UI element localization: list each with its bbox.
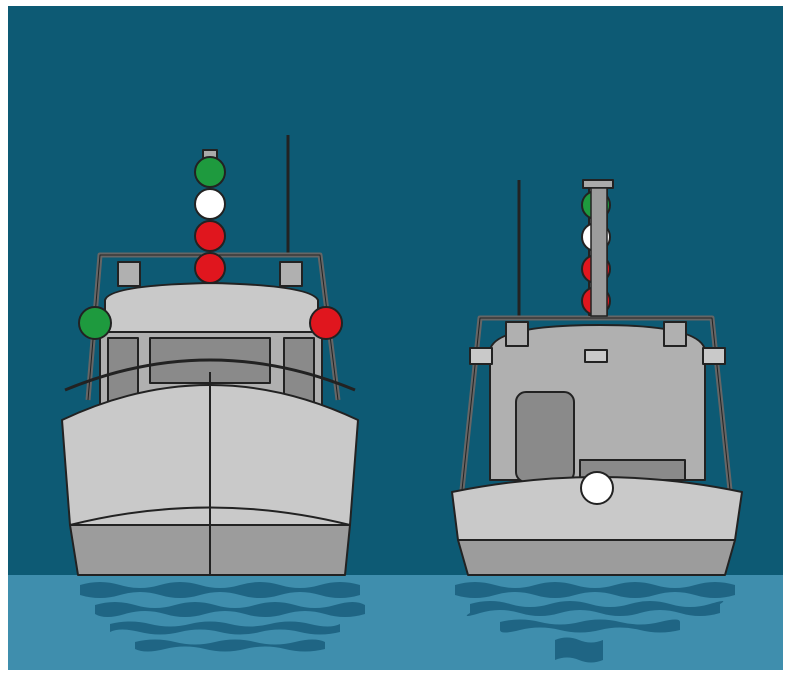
winch-right-a [506, 322, 528, 346]
mast-front-right [591, 188, 607, 316]
light-fixture-left [470, 348, 492, 364]
cabin-roof-left [105, 283, 318, 335]
winch-left-b [280, 262, 302, 286]
sidelight-green [79, 307, 111, 339]
stern-hull-lower [458, 540, 735, 575]
sternlight-white [581, 472, 613, 504]
mast-cap-right [583, 180, 613, 188]
sidelight-red [310, 307, 342, 339]
winch-right-b [664, 322, 686, 346]
light-fixture-right [703, 348, 725, 364]
cabin-vent [585, 350, 607, 362]
masthead-light-green [195, 157, 225, 187]
masthead-light-red-upper [195, 221, 225, 251]
masthead-light-red-lower [195, 253, 225, 283]
masthead-light-white [195, 189, 225, 219]
cabin-door [516, 392, 574, 482]
winch-left-a [118, 262, 140, 286]
